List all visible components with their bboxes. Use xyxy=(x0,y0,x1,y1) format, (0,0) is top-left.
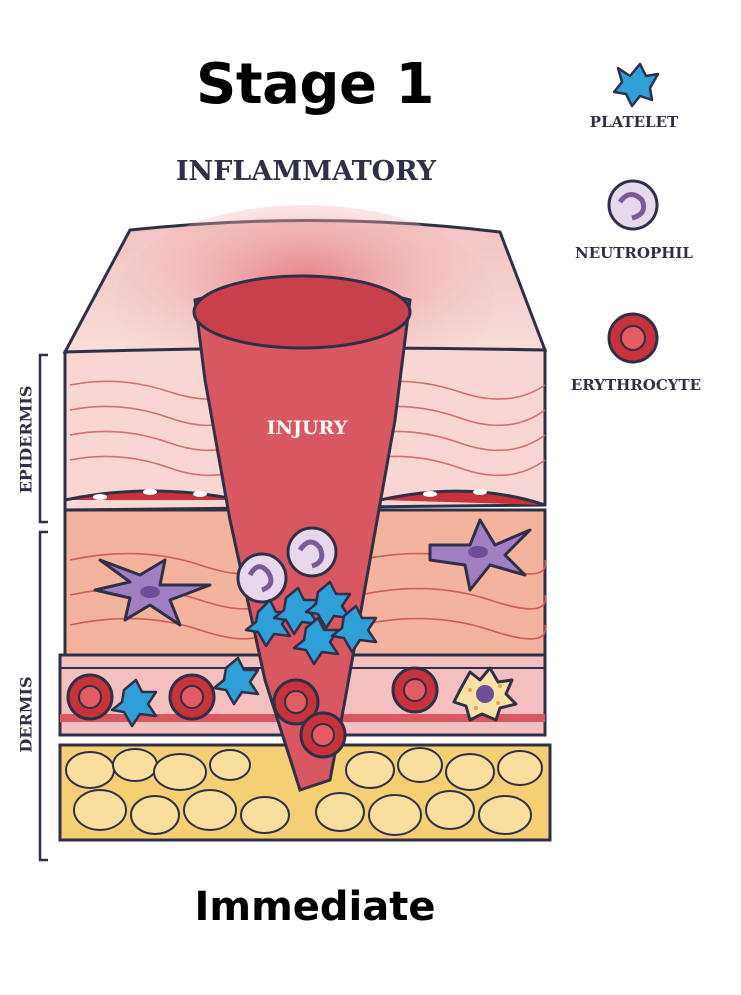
platelet-cell xyxy=(304,580,352,630)
platelet-icon xyxy=(612,62,660,108)
legend-label-neutrophil: NEUTROPHIL xyxy=(575,244,693,262)
erythrocyte-cell xyxy=(168,673,216,721)
phase-subtitle: INFLAMMATORY xyxy=(175,156,437,187)
platelet-cell xyxy=(212,656,260,706)
erythrocyte-icon xyxy=(607,312,659,364)
epidermis-label: EPIDERMIS xyxy=(16,385,36,494)
neutrophil-cell xyxy=(286,526,338,578)
platelet-cell xyxy=(292,616,340,666)
dermis-bracket xyxy=(38,530,48,862)
erythrocyte-cell xyxy=(66,673,114,721)
legend-label-erythrocyte: ERYTHROCYTE xyxy=(570,376,702,394)
dermis-label: DERMIS xyxy=(16,676,36,753)
timing-label: Immediate xyxy=(194,884,436,930)
epidermis-bracket xyxy=(38,353,48,524)
platelet-cell xyxy=(272,586,320,636)
erythrocyte-cell xyxy=(272,678,320,726)
neutrophil-icon xyxy=(607,179,659,231)
injury-label: INJURY xyxy=(267,417,348,439)
platelet-cell xyxy=(110,678,158,728)
erythrocyte-cell xyxy=(391,666,439,714)
erythrocyte-cell xyxy=(299,711,347,759)
neutrophil-cell xyxy=(236,552,288,604)
mast-cell xyxy=(452,666,518,722)
platelet-cell xyxy=(244,598,292,648)
platelet-cell xyxy=(330,604,378,654)
legend-label-platelet: PLATELET xyxy=(589,113,679,131)
stage-title: Stage 1 xyxy=(196,52,434,117)
